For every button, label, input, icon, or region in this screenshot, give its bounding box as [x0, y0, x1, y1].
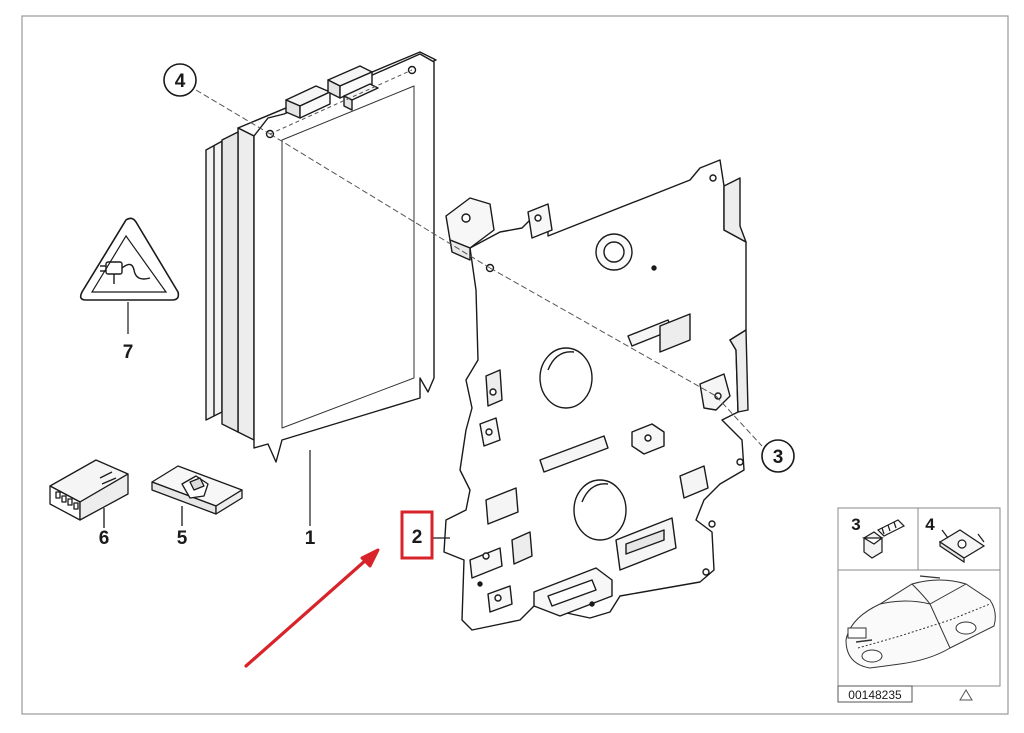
callout-6[interactable]: 6	[99, 528, 110, 549]
clip-nut-icon[interactable]	[938, 529, 986, 564]
diagram-number-box: 00148235	[837, 685, 913, 703]
assembly-lines	[195, 69, 763, 447]
part-1-amplifier[interactable]	[205, 51, 437, 463]
part-6-connector[interactable]	[49, 459, 129, 528]
callout-4-label: 4	[175, 71, 186, 92]
car-location-icon	[845, 575, 996, 669]
legend-item-3-label: 3	[851, 515, 860, 534]
diagram-frame	[21, 15, 1009, 715]
callout-3[interactable]: 3	[761, 439, 795, 473]
warning-triangle-plug-icon	[79, 217, 180, 301]
callout-1[interactable]: 1	[305, 528, 316, 549]
part-7-warning-label[interactable]	[79, 217, 180, 334]
small-triangle-icon	[959, 689, 973, 701]
callout-7[interactable]: 7	[123, 342, 134, 363]
callout-2-label: 2	[412, 527, 423, 548]
callout-2[interactable]: 2	[400, 510, 434, 560]
callout-4[interactable]: 4	[163, 63, 197, 97]
callout-3-label: 3	[773, 447, 784, 468]
diagram-number: 00148235	[848, 688, 902, 702]
part-5-clip[interactable]	[151, 465, 243, 526]
callout-5[interactable]: 5	[177, 528, 188, 549]
legend-item-4-label: 4	[925, 515, 935, 534]
bolt-icon[interactable]	[861, 519, 906, 559]
highlight-box	[400, 510, 434, 560]
part-2-bracket[interactable]	[443, 159, 749, 631]
red-arrow-icon	[244, 548, 380, 668]
legend-panel: 3 4	[837, 507, 1001, 687]
